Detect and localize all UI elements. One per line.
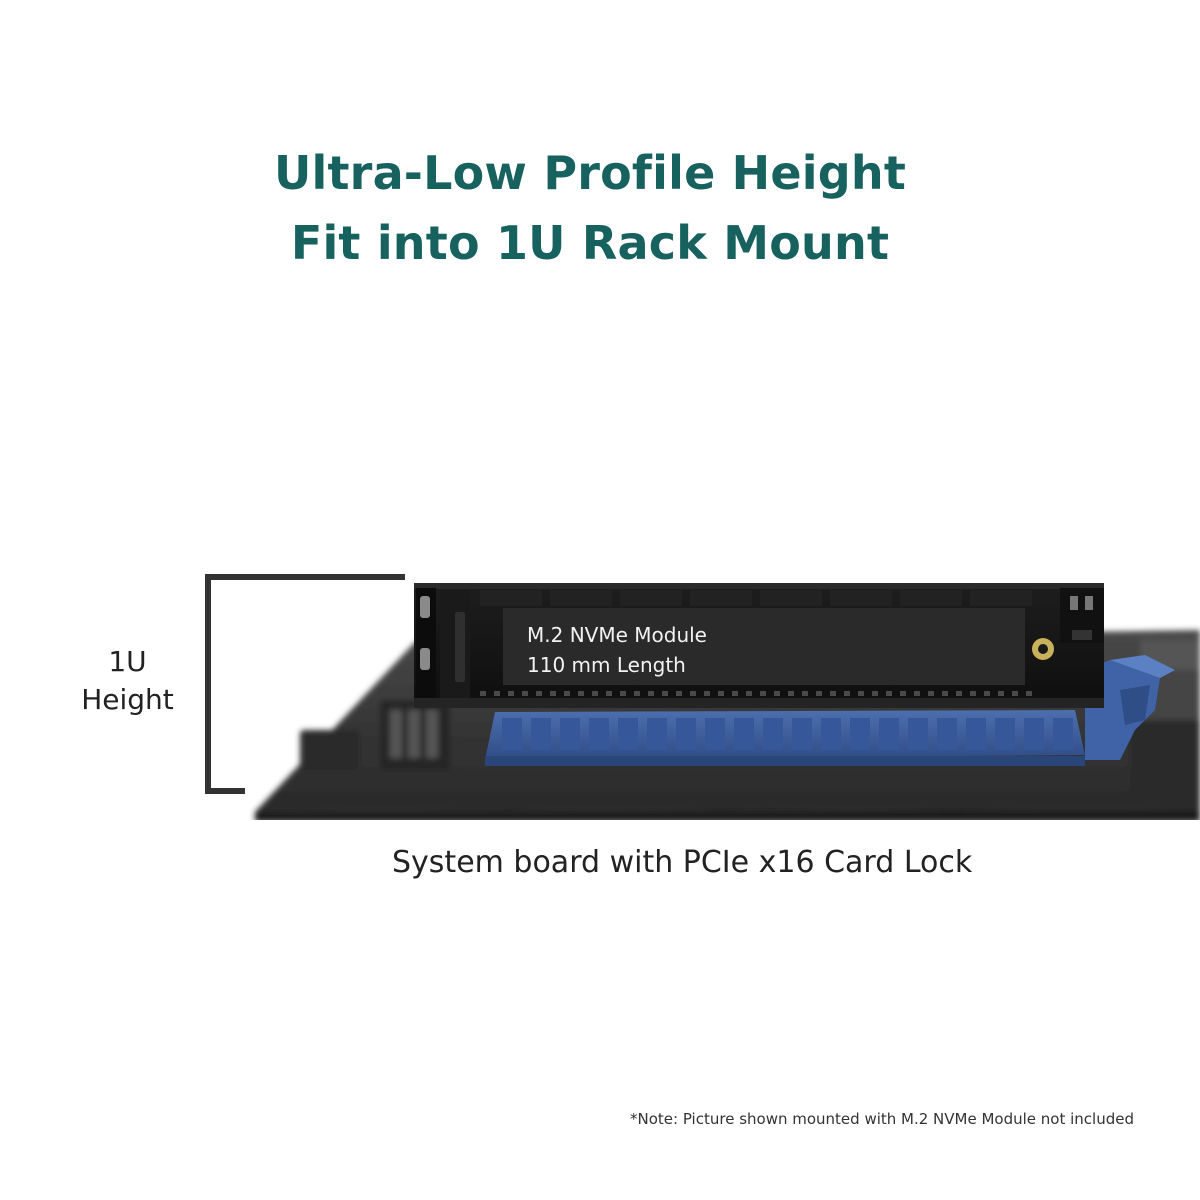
slot-rib: [995, 718, 1015, 750]
connector-pin: [830, 691, 836, 696]
slot-rib: [589, 718, 609, 750]
connector-pin: [676, 691, 682, 696]
height-bracket: [205, 574, 405, 794]
slot-rib: [821, 718, 841, 750]
connector-pin: [774, 691, 780, 696]
slot-rib: [966, 718, 986, 750]
slot-rib: [763, 718, 783, 750]
slot-rib: [850, 718, 870, 750]
board-caption: System board with PCIe x16 Card Lock: [392, 845, 973, 880]
slot-ribs: [502, 718, 1073, 750]
slot-rib: [676, 718, 696, 750]
connector-pin: [998, 691, 1004, 696]
connector-pin: [858, 691, 864, 696]
connector-pin: [704, 691, 710, 696]
connector-pin: [872, 691, 878, 696]
connector-pin: [746, 691, 752, 696]
slot-rib: [1053, 718, 1073, 750]
connector-pin: [984, 691, 990, 696]
product-photo: [255, 583, 1200, 820]
connector-pin: [970, 691, 976, 696]
connector-pins: [480, 691, 1032, 696]
headline: Ultra-Low Profile Height Fit into 1U Rac…: [0, 138, 1180, 278]
connector-pin: [648, 691, 654, 696]
headline-line-2: Fit into 1U Rack Mount: [290, 216, 890, 270]
flash-chip: [830, 590, 892, 606]
flash-chip: [900, 590, 962, 606]
connector-pin: [886, 691, 892, 696]
slot-rib: [705, 718, 725, 750]
slot-rib: [908, 718, 928, 750]
slot-rib: [1024, 718, 1044, 750]
headline-line-1: Ultra-Low Profile Height: [273, 146, 907, 200]
connector-pin: [1026, 691, 1032, 696]
module-label-line-2: 110 mm Length: [527, 653, 686, 677]
connector-pin: [956, 691, 962, 696]
footnote: *Note: Picture shown mounted with M.2 NV…: [630, 1110, 1134, 1128]
connector-pin: [788, 691, 794, 696]
slot-rib: [937, 718, 957, 750]
connector-pin: [732, 691, 738, 696]
connector-pin: [480, 691, 486, 696]
connector-pin: [942, 691, 948, 696]
connector-pin: [564, 691, 570, 696]
slot-rib: [647, 718, 667, 750]
flash-chip: [970, 590, 1032, 606]
slot-rib: [792, 718, 812, 750]
slot-rib: [502, 718, 522, 750]
connector-pin: [690, 691, 696, 696]
connector-pin: [718, 691, 724, 696]
connector-pin: [928, 691, 934, 696]
connector-pin: [914, 691, 920, 696]
connector-pin: [844, 691, 850, 696]
connector-pin: [508, 691, 514, 696]
flash-chip: [620, 590, 682, 606]
flash-chip: [760, 590, 822, 606]
slot-rib: [560, 718, 580, 750]
connector-pin: [522, 691, 528, 696]
connector-pin: [1012, 691, 1018, 696]
connector-pin: [536, 691, 542, 696]
flash-chip: [550, 590, 612, 606]
connector-pin: [592, 691, 598, 696]
connector-pin: [578, 691, 584, 696]
height-label: 1U Height: [60, 643, 195, 719]
slot-rib: [618, 718, 638, 750]
module-label-line-1: M.2 NVMe Module: [527, 623, 707, 647]
connector-pin: [606, 691, 612, 696]
slot-rib: [734, 718, 754, 750]
module-label: M.2 NVMe Module 110 mm Length: [527, 620, 707, 680]
flash-chip: [690, 590, 752, 606]
connector-pin: [634, 691, 640, 696]
pcie-x16-slot: [485, 710, 1085, 766]
flash-chips: [480, 590, 1032, 606]
connector-pin: [760, 691, 766, 696]
slot-rib: [531, 718, 551, 750]
connector-pin: [620, 691, 626, 696]
m2-nvme-module: [414, 583, 1104, 708]
connector-pin: [494, 691, 500, 696]
flash-chip: [480, 590, 542, 606]
height-label-line-1: 1U: [108, 645, 147, 678]
connector-pin: [816, 691, 822, 696]
connector-pin: [550, 691, 556, 696]
height-label-line-2: Height: [81, 683, 174, 716]
connector-pin: [662, 691, 668, 696]
slot-rib: [879, 718, 899, 750]
connector-pin: [802, 691, 808, 696]
connector-pin: [900, 691, 906, 696]
